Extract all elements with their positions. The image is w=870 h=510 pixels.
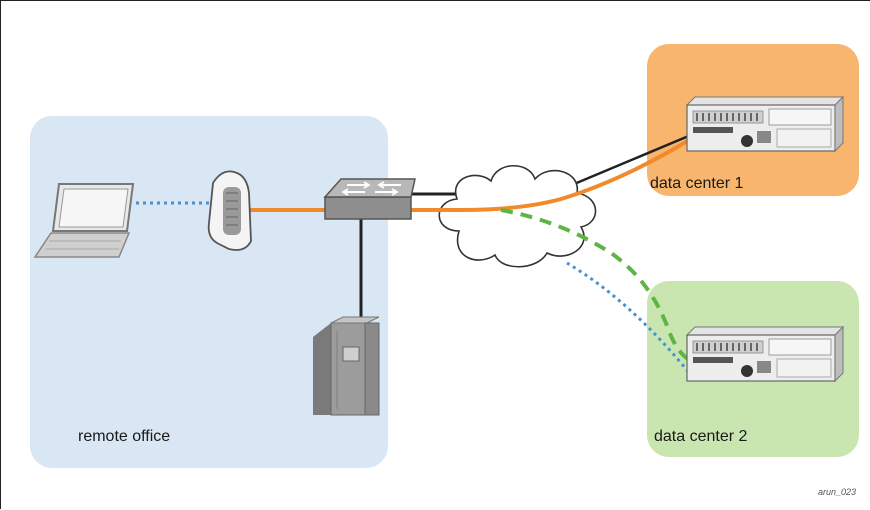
data-center-1-label: data center 1 <box>650 175 744 192</box>
server-icon <box>313 316 380 416</box>
figure-credit: arun_023 <box>817 487 856 497</box>
wan-cloud-icon <box>438 165 597 268</box>
cloud-dc2-dotted-link <box>566 261 693 376</box>
data-center-2-label: data center 2 <box>654 428 748 445</box>
laptop-icon <box>33 183 135 258</box>
controller-dc1-icon <box>685 95 845 153</box>
controller-dc2-icon <box>685 325 845 383</box>
primary-tunnel <box>247 137 693 212</box>
access-point-icon <box>207 170 252 251</box>
switch-icon <box>323 178 416 220</box>
cloud-dc1-link <box>566 133 692 189</box>
remote-office-label: remote office <box>78 428 171 445</box>
